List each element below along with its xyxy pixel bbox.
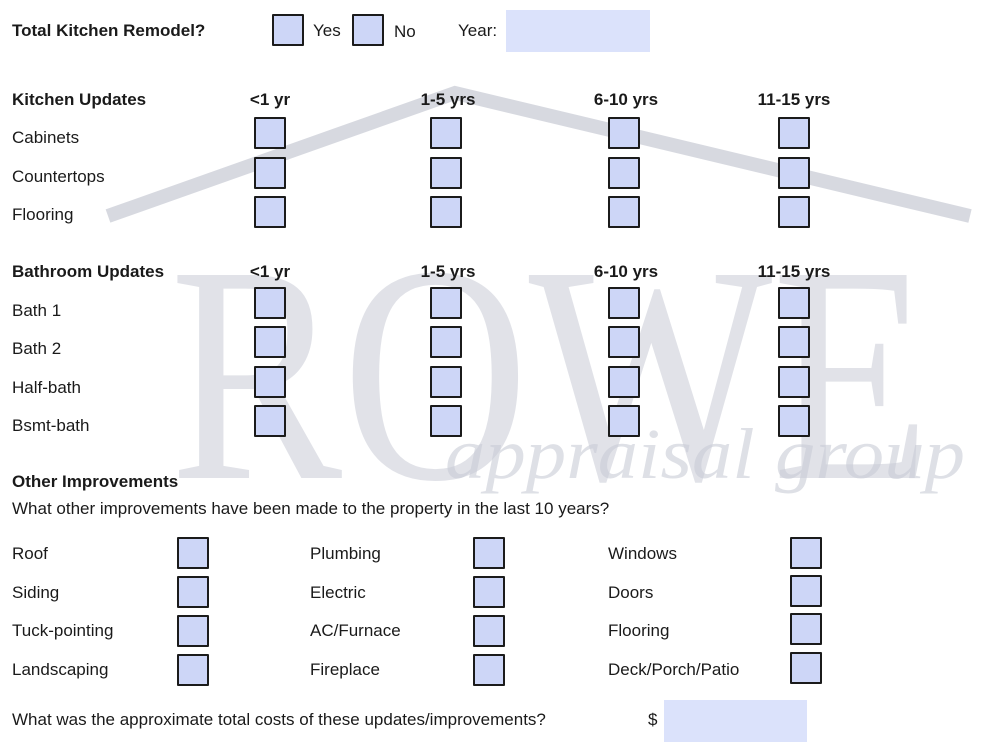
countertops-1-5-checkbox[interactable] (430, 157, 462, 189)
yes-label: Yes (313, 21, 341, 40)
bathroom-row-label: Half-bath (12, 378, 81, 397)
bathroom-col-1-5: 1-5 yrs (420, 262, 476, 281)
year-field[interactable] (506, 10, 650, 52)
other-flooring-checkbox[interactable] (790, 613, 822, 645)
ac-furnace-checkbox[interactable] (473, 615, 505, 647)
electric-checkbox[interactable] (473, 576, 505, 608)
countertops-11-15-checkbox[interactable] (778, 157, 810, 189)
bathroom-col-6-10: 6-10 yrs (593, 262, 659, 281)
bath2-lt1-checkbox[interactable] (254, 326, 286, 358)
cost-question: What was the approximate total costs of … (12, 710, 546, 729)
bathroom-col-lt1: <1 yr (249, 262, 291, 281)
other-item-label: Plumbing (310, 544, 381, 563)
other-item-label: Doors (608, 583, 654, 602)
remodel-yes-checkbox[interactable] (272, 14, 304, 46)
deck-porch-patio-checkbox[interactable] (790, 652, 822, 684)
bsmt-bath-6-10-checkbox[interactable] (608, 405, 640, 437)
windows-checkbox[interactable] (790, 537, 822, 569)
kitchen-flooring-11-15-checkbox[interactable] (778, 196, 810, 228)
bath1-1-5-checkbox[interactable] (430, 287, 462, 319)
year-label: Year: (458, 21, 498, 40)
kitchen-col-11-15: 11-15 yrs (757, 90, 831, 109)
kitchen-col-6-10: 6-10 yrs (593, 90, 659, 109)
doors-checkbox[interactable] (790, 575, 822, 607)
bath2-1-5-checkbox[interactable] (430, 326, 462, 358)
plumbing-checkbox[interactable] (473, 537, 505, 569)
bath1-6-10-checkbox[interactable] (608, 287, 640, 319)
bathroom-row-label: Bath 2 (12, 339, 62, 358)
other-item-label: Windows (608, 544, 677, 563)
countertops-lt1-checkbox[interactable] (254, 157, 286, 189)
bath2-11-15-checkbox[interactable] (778, 326, 810, 358)
watermark-roof (105, 85, 972, 223)
cabinets-6-10-checkbox[interactable] (608, 117, 640, 149)
bathroom-row-label: Bath 1 (12, 301, 62, 320)
kitchen-flooring-lt1-checkbox[interactable] (254, 196, 286, 228)
countertops-6-10-checkbox[interactable] (608, 157, 640, 189)
other-question: What other improvements have been made t… (12, 499, 610, 518)
landscaping-checkbox[interactable] (177, 654, 209, 686)
currency-symbol: $ (648, 710, 658, 729)
other-item-label: Deck/Porch/Patio (608, 660, 740, 679)
kitchen-flooring-1-5-checkbox[interactable] (430, 196, 462, 228)
half-bath-11-15-checkbox[interactable] (778, 366, 810, 398)
other-item-label: Fireplace (310, 660, 380, 679)
bsmt-bath-1-5-checkbox[interactable] (430, 405, 462, 437)
other-item-label: AC/Furnace (310, 621, 401, 640)
bath1-lt1-checkbox[interactable] (254, 287, 286, 319)
bathroom-col-11-15: 11-15 yrs (757, 262, 831, 281)
kitchen-col-lt1: <1 yr (249, 90, 291, 109)
bathroom-title: Bathroom Updates (12, 262, 165, 281)
other-item-label: Roof (12, 544, 48, 563)
total-cost-field[interactable] (664, 700, 807, 742)
half-bath-1-5-checkbox[interactable] (430, 366, 462, 398)
other-item-label: Siding (12, 583, 60, 602)
watermark-sub-text: appraisal group (445, 414, 965, 494)
kitchen-col-1-5: 1-5 yrs (420, 90, 476, 109)
siding-checkbox[interactable] (177, 576, 209, 608)
bsmt-bath-11-15-checkbox[interactable] (778, 405, 810, 437)
bathroom-row-label: Bsmt-bath (12, 416, 90, 435)
kitchen-row-label: Countertops (12, 167, 105, 186)
remodel-label: Total Kitchen Remodel? (12, 21, 206, 40)
tuck-pointing-checkbox[interactable] (177, 615, 209, 647)
bath1-11-15-checkbox[interactable] (778, 287, 810, 319)
half-bath-lt1-checkbox[interactable] (254, 366, 286, 398)
cabinets-11-15-checkbox[interactable] (778, 117, 810, 149)
bsmt-bath-lt1-checkbox[interactable] (254, 405, 286, 437)
bath2-6-10-checkbox[interactable] (608, 326, 640, 358)
fireplace-checkbox[interactable] (473, 654, 505, 686)
other-item-label: Electric (310, 583, 366, 602)
kitchen-title: Kitchen Updates (12, 90, 147, 109)
remodel-no-checkbox[interactable] (352, 14, 384, 46)
cabinets-lt1-checkbox[interactable] (254, 117, 286, 149)
half-bath-6-10-checkbox[interactable] (608, 366, 640, 398)
kitchen-row-label: Cabinets (12, 128, 80, 147)
roof-checkbox[interactable] (177, 537, 209, 569)
other-item-label: Flooring (608, 621, 670, 640)
no-label: No (394, 22, 416, 41)
kitchen-flooring-6-10-checkbox[interactable] (608, 196, 640, 228)
kitchen-row-label: Flooring (12, 205, 74, 224)
other-item-label: Tuck-pointing (12, 621, 114, 640)
other-item-label: Landscaping (12, 660, 109, 679)
cabinets-1-5-checkbox[interactable] (430, 117, 462, 149)
other-title: Other Improvements (12, 472, 179, 491)
